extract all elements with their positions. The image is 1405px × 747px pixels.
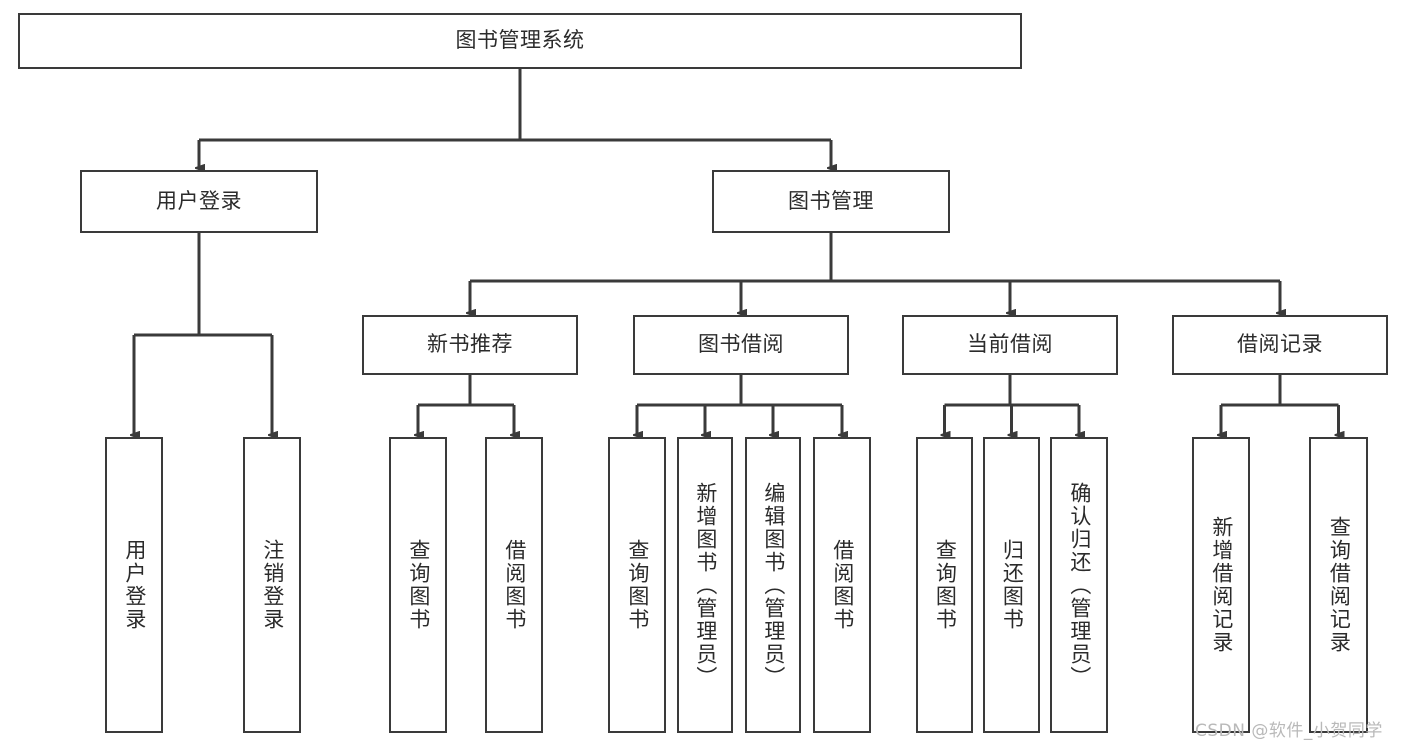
node-label: 注销登录: [260, 539, 285, 631]
node-label: 图书管理: [788, 188, 874, 213]
leaf-node-新增图书管理员-5[interactable]: 新增图书（管理员）: [677, 437, 733, 733]
leaf-node-归还图书-9[interactable]: 归还图书: [983, 437, 1040, 733]
level3-node-图书借阅-1[interactable]: 图书借阅: [633, 315, 849, 375]
level2-node-用户登录-0[interactable]: 用户登录: [80, 170, 318, 233]
node-label: 借阅图书: [502, 539, 527, 631]
leaf-node-编辑图书管理员-6[interactable]: 编辑图书（管理员）: [745, 437, 801, 733]
node-label: 图书管理系统: [455, 28, 585, 53]
node-label: 新书推荐: [427, 332, 513, 357]
node-label: 借阅记录: [1237, 332, 1323, 357]
leaf-node-查询图书-4[interactable]: 查询图书: [608, 437, 666, 733]
node-label: 编辑图书（管理员）: [761, 481, 786, 689]
leaf-node-用户登录-0[interactable]: 用户登录: [105, 437, 163, 733]
level3-node-新书推荐-0[interactable]: 新书推荐: [362, 315, 578, 375]
node-label: 用户登录: [122, 539, 147, 631]
node-label: 查询借阅记录: [1327, 516, 1352, 654]
node-label: 借阅图书: [830, 539, 855, 631]
node-label: 新增图书（管理员）: [693, 481, 718, 689]
leaf-node-注销登录-1[interactable]: 注销登录: [243, 437, 301, 733]
leaf-node-查询图书-2[interactable]: 查询图书: [389, 437, 447, 733]
node-label: 确认归还（管理员）: [1067, 481, 1092, 689]
leaf-node-确认归还管理员-10[interactable]: 确认归还（管理员）: [1050, 437, 1108, 733]
root-node-图书管理系统[interactable]: 图书管理系统: [18, 13, 1022, 69]
node-label: 查询图书: [625, 539, 650, 631]
node-label: 新增借阅记录: [1209, 516, 1234, 654]
leaf-node-查询图书-8[interactable]: 查询图书: [916, 437, 973, 733]
leaf-node-查询借阅记录-12[interactable]: 查询借阅记录: [1309, 437, 1368, 733]
node-label: 归还图书: [1000, 539, 1025, 631]
node-label: 图书借阅: [698, 332, 784, 357]
node-label: 当前借阅: [967, 332, 1053, 357]
node-label: 用户登录: [156, 188, 242, 213]
node-label: 查询图书: [933, 539, 958, 631]
csdn-watermark: CSDN @软件_小贺同学: [1195, 721, 1383, 741]
level3-node-当前借阅-2[interactable]: 当前借阅: [902, 315, 1118, 375]
level3-node-借阅记录-3[interactable]: 借阅记录: [1172, 315, 1388, 375]
leaf-node-借阅图书-3[interactable]: 借阅图书: [485, 437, 543, 733]
level2-node-图书管理-1[interactable]: 图书管理: [712, 170, 950, 233]
node-label: 查询图书: [406, 539, 431, 631]
leaf-node-借阅图书-7[interactable]: 借阅图书: [813, 437, 871, 733]
leaf-node-新增借阅记录-11[interactable]: 新增借阅记录: [1192, 437, 1250, 733]
